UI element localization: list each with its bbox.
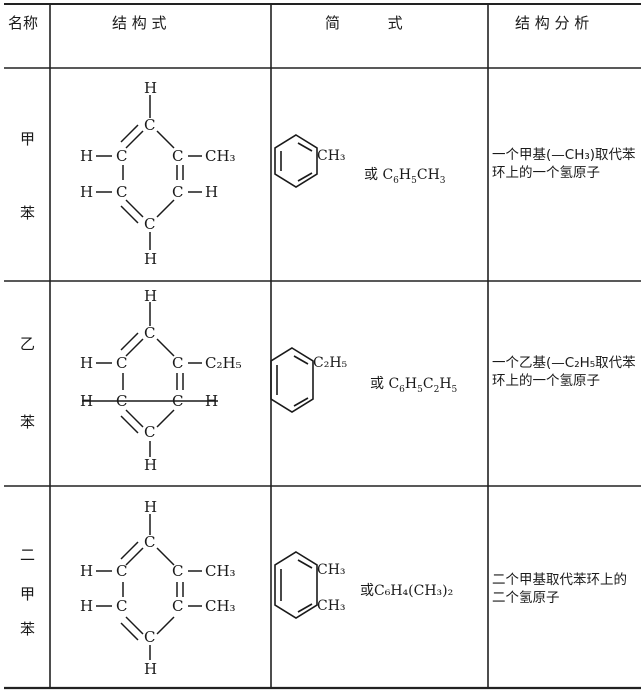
simple-substituent: CH₃ (317, 598, 346, 614)
formula-prefix: 或 (364, 167, 383, 183)
atom-c: C (116, 562, 127, 580)
atom-c: C (144, 116, 155, 134)
row2-analysis: 一个乙基(—C₂H₅取代苯环上的一个氢原子 (492, 355, 636, 389)
simple-substituent: CH₃ (317, 148, 346, 164)
atom-h: H (80, 183, 93, 201)
atom-h: H (80, 147, 93, 165)
atom-c: C (144, 533, 155, 551)
row3-analysis: 二个甲基取代苯环上的二个氢原子 (492, 572, 627, 606)
formula-prefix: 或 (370, 376, 389, 392)
row1-analysis: 一个甲基(—CH₃)取代苯环上的一个氢原子 (492, 147, 636, 181)
atom-c: C (172, 392, 183, 410)
atom-c: C (172, 597, 183, 615)
substituent: CH₃ (205, 562, 236, 580)
atom-h: H (144, 456, 157, 474)
atom-h: H (80, 354, 93, 372)
atom-c: C (144, 628, 155, 646)
row2-formula: 或 C6H5C2H5 (370, 376, 458, 395)
substituent: C₂H₅ (205, 354, 242, 372)
atom-h: H (205, 183, 218, 201)
atom-c: C (116, 597, 127, 615)
header-analysis: 结 构 分 析 (515, 14, 590, 32)
atom-c: C (144, 324, 155, 342)
atom-h: H (144, 250, 157, 268)
header-simple: 简 式 (325, 14, 403, 32)
atom-c: C (172, 183, 183, 201)
formula-prefix: 或 (360, 583, 374, 599)
atom-c: C (116, 183, 127, 201)
atom-c: C (172, 354, 183, 372)
atom-c: C (172, 562, 183, 580)
atom-h: H (80, 597, 93, 615)
atom-c: C (116, 354, 127, 372)
atom-c: C (144, 423, 155, 441)
simple-substituent: C₂H₅ (313, 355, 348, 371)
atom-h: H (144, 79, 157, 97)
row3-name-2: 甲 (20, 585, 36, 603)
atom-h: H (144, 498, 157, 516)
atom-h: H (80, 392, 93, 410)
header-structural: 结 构 式 (112, 14, 167, 32)
row3-name-1: 二 (20, 546, 36, 564)
atom-c: C (144, 215, 155, 233)
atom-h: H (80, 562, 93, 580)
header-name: 名称 (8, 14, 39, 32)
substituent: CH₃ (205, 597, 236, 615)
simple-substituent: CH₃ (317, 562, 346, 578)
row1-name-2: 苯 (20, 204, 36, 222)
atom-c: C (116, 392, 127, 410)
atom-h: H (144, 660, 157, 678)
row2-name-1: 乙 (20, 335, 36, 353)
row2-name-2: 苯 (20, 413, 36, 431)
row1-formula: 或 C6H5CH3 (364, 167, 446, 186)
atom-c: C (116, 147, 127, 165)
atom-h: H (144, 287, 157, 305)
atom-h: H (205, 392, 218, 410)
row3-formula: 或C₆H₄(CH₃)₂ (360, 580, 453, 600)
row3-name-3: 苯 (20, 620, 36, 638)
atom-c: C (172, 147, 183, 165)
row1-name-1: 甲 (20, 130, 36, 148)
substituent: CH₃ (205, 147, 236, 165)
formula-text: C₆H₄(CH₃)₂ (374, 583, 454, 599)
